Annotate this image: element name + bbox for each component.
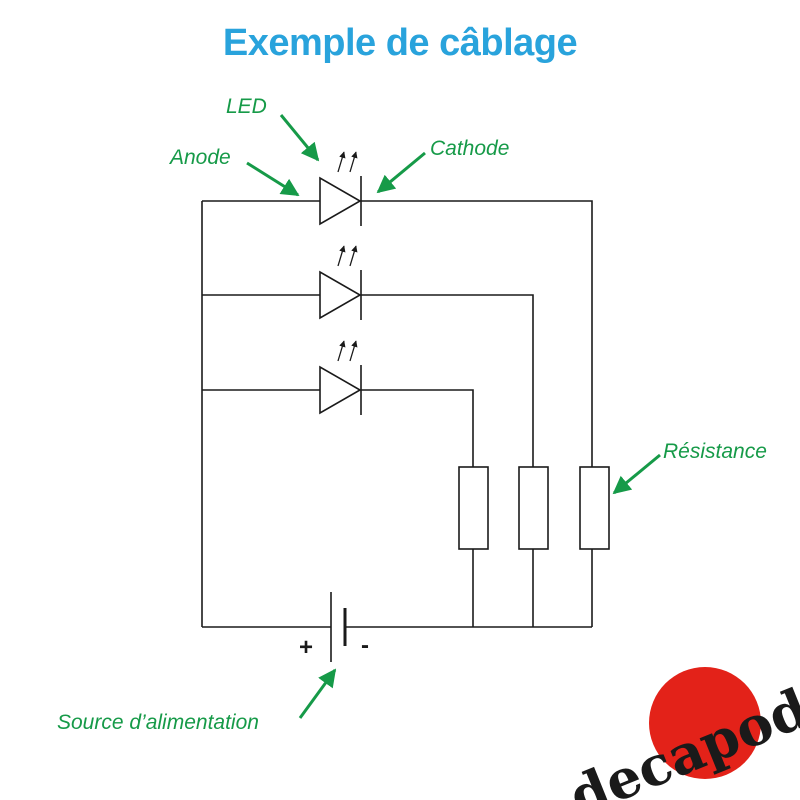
anode-arrow [246,161,300,197]
resistance-label: Résistance [663,440,767,463]
cathode-arrow [376,151,426,194]
battery-symbol [330,592,347,662]
led-1 [319,151,362,226]
resistance-arrow [612,453,661,495]
callout-arrows [246,114,661,719]
page-title: Exemple de câblage [222,22,578,64]
resistors [458,466,610,550]
logo-circle [649,667,761,779]
resistor-1 [458,466,489,550]
decapod-logo: decapod [560,667,800,800]
wire-cathode-2 [361,294,534,467]
source-label: Source d’alimentation [57,711,259,734]
anode-label: Anode [168,146,231,169]
source-arrow [298,668,337,719]
led-arrow [279,114,320,162]
led-label: LED [226,95,267,118]
led-2 [319,245,362,320]
wire-cathode-1 [361,200,593,467]
battery-plus-sign: + [299,634,313,661]
wire-cathode-3 [361,389,474,467]
led-3 [319,340,362,415]
cathode-label: Cathode [430,137,509,160]
resistor-2 [518,466,549,550]
wires [201,200,593,628]
resistor-3 [579,466,610,550]
battery-minus-sign: - [361,632,369,659]
